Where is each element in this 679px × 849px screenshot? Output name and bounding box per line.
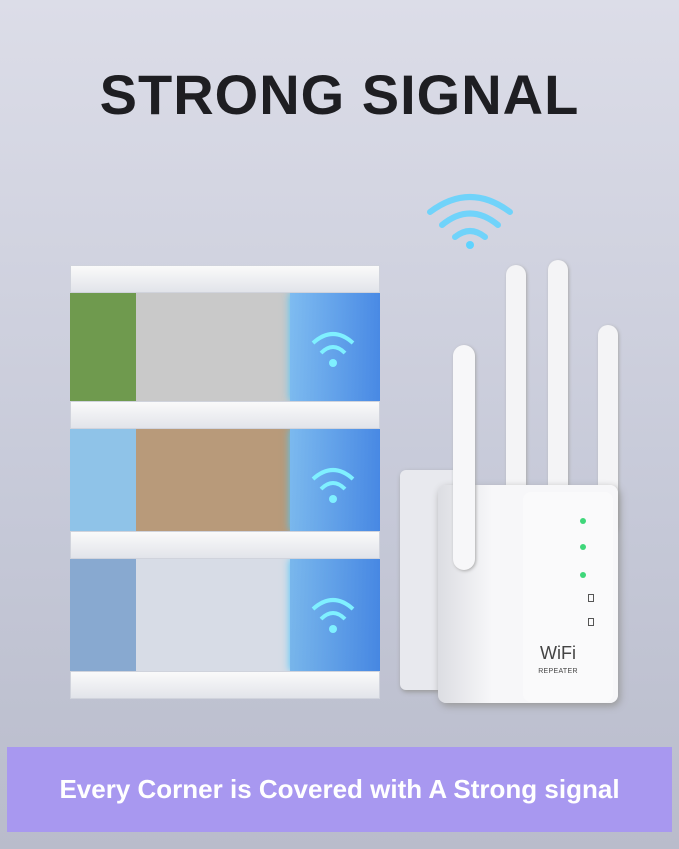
tagline-text: Every Corner is Covered with A Strong si… — [59, 774, 620, 804]
led-signal — [580, 572, 586, 578]
wifi-icon — [311, 598, 355, 633]
wifi-icon — [311, 332, 355, 367]
tagline-banner: Every Corner is Covered with A Strong si… — [7, 747, 672, 832]
floor-living-room — [70, 559, 380, 671]
wifi-logo: WiFi REPEATER — [528, 642, 588, 676]
floor-bedroom — [70, 429, 380, 531]
wifi-icon — [311, 468, 355, 503]
port-icon — [588, 594, 594, 602]
antenna — [598, 325, 618, 535]
wifi-repeater-device: WiFi REPEATER — [398, 260, 628, 710]
house-cutaway-illustration — [70, 265, 380, 700]
port-icon — [588, 618, 594, 626]
antenna — [506, 265, 526, 500]
led-wifi-2 — [580, 544, 586, 550]
antenna — [453, 345, 475, 570]
headline: STRONG SIGNAL — [99, 63, 580, 126]
floor-kitchen — [70, 293, 380, 401]
wifi-logo-subtext: REPEATER — [538, 668, 578, 675]
wifi-logo-text: WiFi — [540, 643, 576, 663]
antenna — [548, 260, 568, 500]
led-wifi-1 — [580, 518, 586, 524]
wifi-broadcast-icon — [427, 194, 513, 249]
